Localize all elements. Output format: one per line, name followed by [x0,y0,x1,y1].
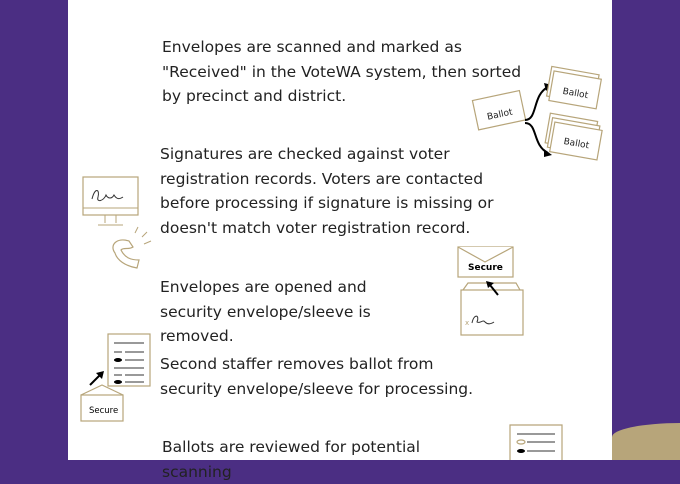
svg-text:x: x [465,319,469,327]
step-open-envelopes: Envelopes are opened and security envelo… [160,278,371,345]
open-envelope-icon: Secure x [457,246,524,336]
step-signature-check: Signatures are checked against voter reg… [160,145,494,237]
content-panel [68,0,612,460]
svg-text:Ballot: Ballot [563,137,591,151]
step-remove-ballot: Second staffer removes ballot from secur… [160,355,474,398]
ballot-review-icon [509,424,563,460]
svg-text:Secure: Secure [468,263,503,273]
remove-ballot-icon: Secure [80,333,151,422]
svg-text:Ballot: Ballot [562,87,590,101]
step-scan-sort: Envelopes are scanned and marked as "Rec… [162,38,522,105]
signature-monitor-phone-icon [82,176,152,269]
gold-accent-shape [612,423,680,460]
ballot-sorting-icon: Ballot Ballot Ballot [471,65,603,161]
svg-text:Secure: Secure [89,406,118,416]
